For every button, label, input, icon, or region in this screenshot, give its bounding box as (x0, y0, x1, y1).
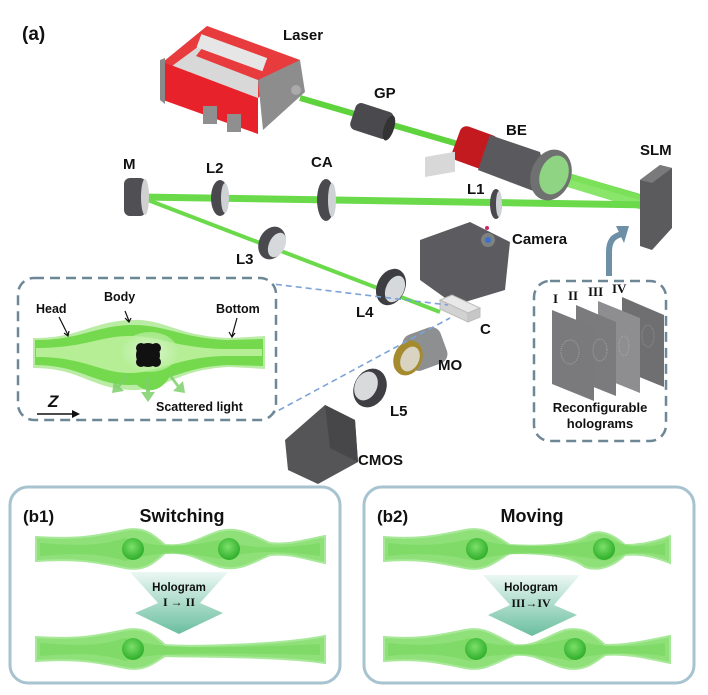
label-cmos: CMOS (358, 452, 403, 469)
label-slm: SLM (640, 142, 672, 159)
hologram-label-i: I (553, 291, 558, 306)
beam-expander (452, 126, 572, 201)
b2-arrow-text: Hologram (504, 582, 558, 594)
label-ca: CA (311, 154, 333, 171)
cmos-sensor (285, 405, 358, 484)
label-camera: Camera (512, 231, 568, 248)
label-l5: L5 (390, 403, 408, 420)
hologram-stack (552, 297, 664, 401)
camera-device (420, 151, 510, 305)
b1-transition-arrow (130, 572, 228, 634)
hologram-label-ii: II (568, 288, 578, 303)
label-head: Head (36, 302, 67, 316)
lens-l2 (211, 180, 229, 216)
trapped-particle (136, 343, 161, 367)
label-l4: L4 (356, 304, 374, 321)
lens-l4 (375, 268, 407, 306)
label-scattered-light: Scattered light (156, 400, 244, 414)
label-c: C (480, 321, 491, 338)
label-body: Body (104, 290, 135, 304)
z-axis-arrow (37, 410, 80, 418)
b1-transition: I → II (163, 595, 195, 609)
lens-l3 (258, 226, 287, 260)
label-l3: L3 (236, 251, 254, 268)
label-laser: Laser (283, 27, 323, 44)
particle (122, 538, 144, 560)
label-l2: L2 (206, 160, 224, 177)
z-axis-label: Z (47, 392, 59, 411)
holograms-caption-line2: holograms (567, 416, 633, 431)
particle (465, 638, 487, 660)
projection-lines (255, 281, 451, 416)
b2-trap-before (383, 528, 671, 570)
b1-arrow-text: Hologram (152, 582, 206, 594)
label-bottom: Bottom (216, 302, 260, 316)
particle (122, 638, 144, 660)
hologram-i (552, 310, 594, 401)
label-l1: L1 (467, 181, 485, 198)
particle (564, 638, 586, 660)
label-m: M (123, 156, 136, 173)
b2-transition: III→IV (511, 596, 551, 610)
particle (218, 538, 240, 560)
particle (593, 538, 615, 560)
label-be: BE (506, 122, 527, 139)
lens-l5 (353, 368, 387, 408)
aperture-ca (317, 179, 336, 221)
b2-trap-after (383, 628, 671, 670)
label-gp: GP (374, 85, 396, 102)
holograms-caption-line1: Reconfigurable (553, 400, 648, 415)
panel-b2-title: Moving (501, 506, 564, 526)
gp-component (350, 103, 396, 141)
mirror-m (124, 178, 149, 216)
panel-b2-tag: (b2) (377, 507, 408, 526)
scattered-light-arrows (112, 373, 185, 402)
panel-b1-title: Switching (140, 506, 225, 526)
inset-pointer-arrows (58, 310, 238, 339)
laser-device (160, 26, 305, 134)
b1-trap-before (35, 528, 326, 570)
microscope-objective (393, 327, 448, 376)
panel-b1-tag: (b1) (23, 507, 54, 526)
lens-l1 (490, 189, 502, 219)
hologram-label-iii: III (588, 284, 603, 299)
b2-transition-arrow (483, 575, 580, 636)
label-mo: MO (438, 357, 462, 374)
b1-trap-after (35, 628, 326, 670)
slm-device (640, 165, 672, 250)
curved-arrow-to-slm (606, 226, 629, 276)
panel-a-tag: (a) (22, 24, 45, 45)
hologram-label-iv: IV (612, 281, 627, 296)
particle (466, 538, 488, 560)
